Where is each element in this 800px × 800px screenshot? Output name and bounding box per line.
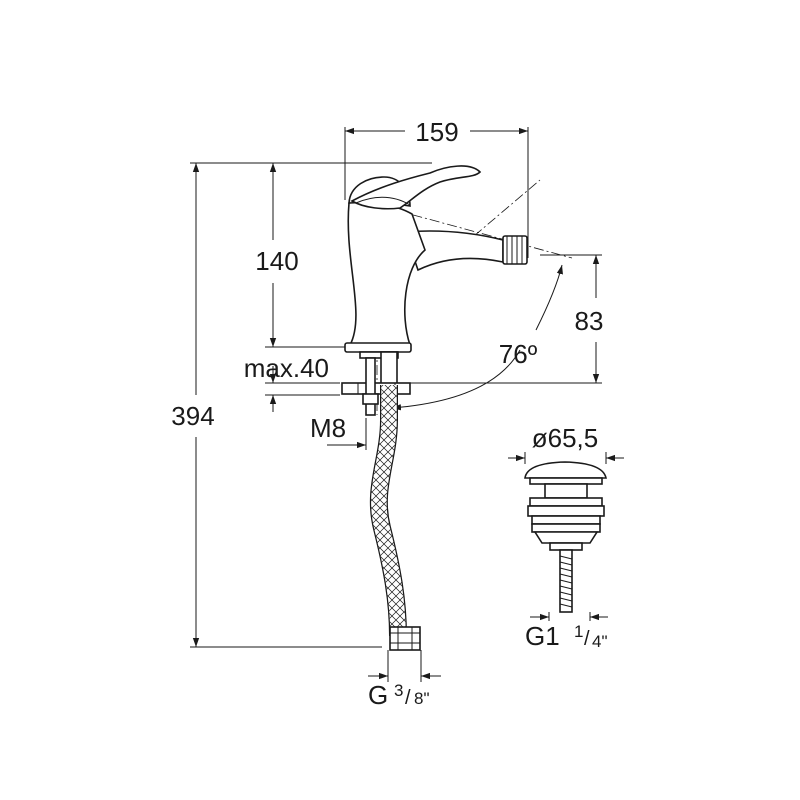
label-hose-thread-den: 8" [414,689,430,708]
faucet-body [341,165,528,416]
label-waste-thread-den: 4" [592,632,608,651]
waste-cap [524,461,607,479]
label-waste-thread-slash: / [584,628,590,650]
label-max40: max.40 [244,353,329,383]
hose-nut [389,626,421,651]
flexible-hose [369,385,421,651]
dimension-waste-diameter [508,452,624,464]
deck-plate [341,382,411,395]
waste-valve [524,461,607,613]
label-angle: 76º [499,339,538,369]
label-159: 159 [415,117,458,147]
label-140: 140 [255,246,298,276]
dimension-m8 [327,418,367,450]
labels: 159 140 394 83 76º max.40 M8 G 3 / 8" ø6… [171,117,607,710]
lever-handle [350,165,482,210]
label-hose-thread: G [368,680,388,710]
threaded-stud [365,357,376,416]
inlet-tube [380,351,398,386]
label-hose-thread-num: 3 [394,681,403,700]
dimension-waste-thread [530,612,608,621]
dimension-hose-thread [368,650,441,682]
dimension-angle-76 [391,264,563,411]
label-waste-diameter: ø65,5 [532,423,599,453]
label-waste-thread: G1 [525,621,560,651]
spray-nozzle [502,235,528,265]
label-waste-thread-num: 1 [574,622,583,641]
base-collar [344,342,412,353]
label-m8: M8 [310,413,346,443]
extension-lines [190,127,602,648]
body-shell [347,201,426,346]
label-hose-thread-slash: / [405,687,411,709]
label-394: 394 [171,401,214,431]
label-83: 83 [575,306,604,336]
